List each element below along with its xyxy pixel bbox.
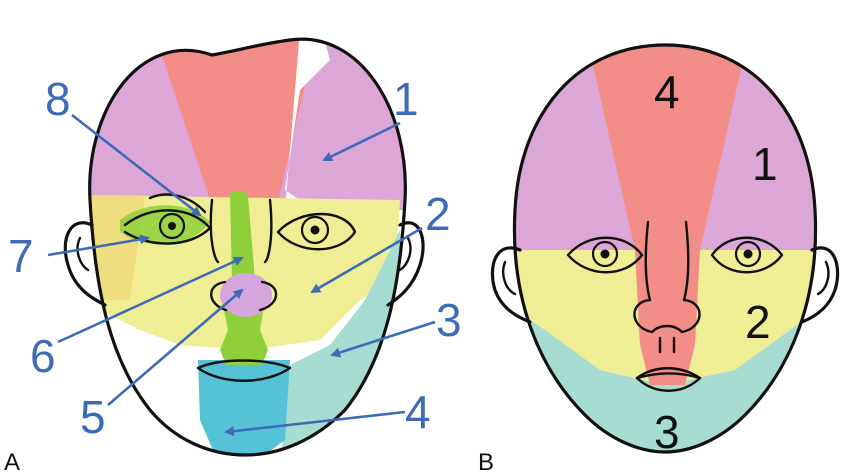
zone-a-nostril-lilac [220,273,272,317]
label-a-1: 1 [393,73,419,125]
label-b-1: 1 [752,138,778,190]
label-b-2: 2 [745,296,771,348]
label-a-7: 7 [8,230,34,282]
label-a-4: 4 [405,386,431,438]
label-b-4: 4 [654,66,680,118]
label-a-8: 8 [45,73,71,125]
panel-letter-a: A [4,449,20,475]
panel-letter-b: B [478,449,494,475]
panel-a [65,20,423,470]
label-a-2: 2 [425,188,451,240]
label-a-6: 6 [30,330,56,382]
label-a-3: 3 [436,294,462,346]
label-b-3: 3 [654,406,680,458]
label-a-5: 5 [80,391,106,443]
